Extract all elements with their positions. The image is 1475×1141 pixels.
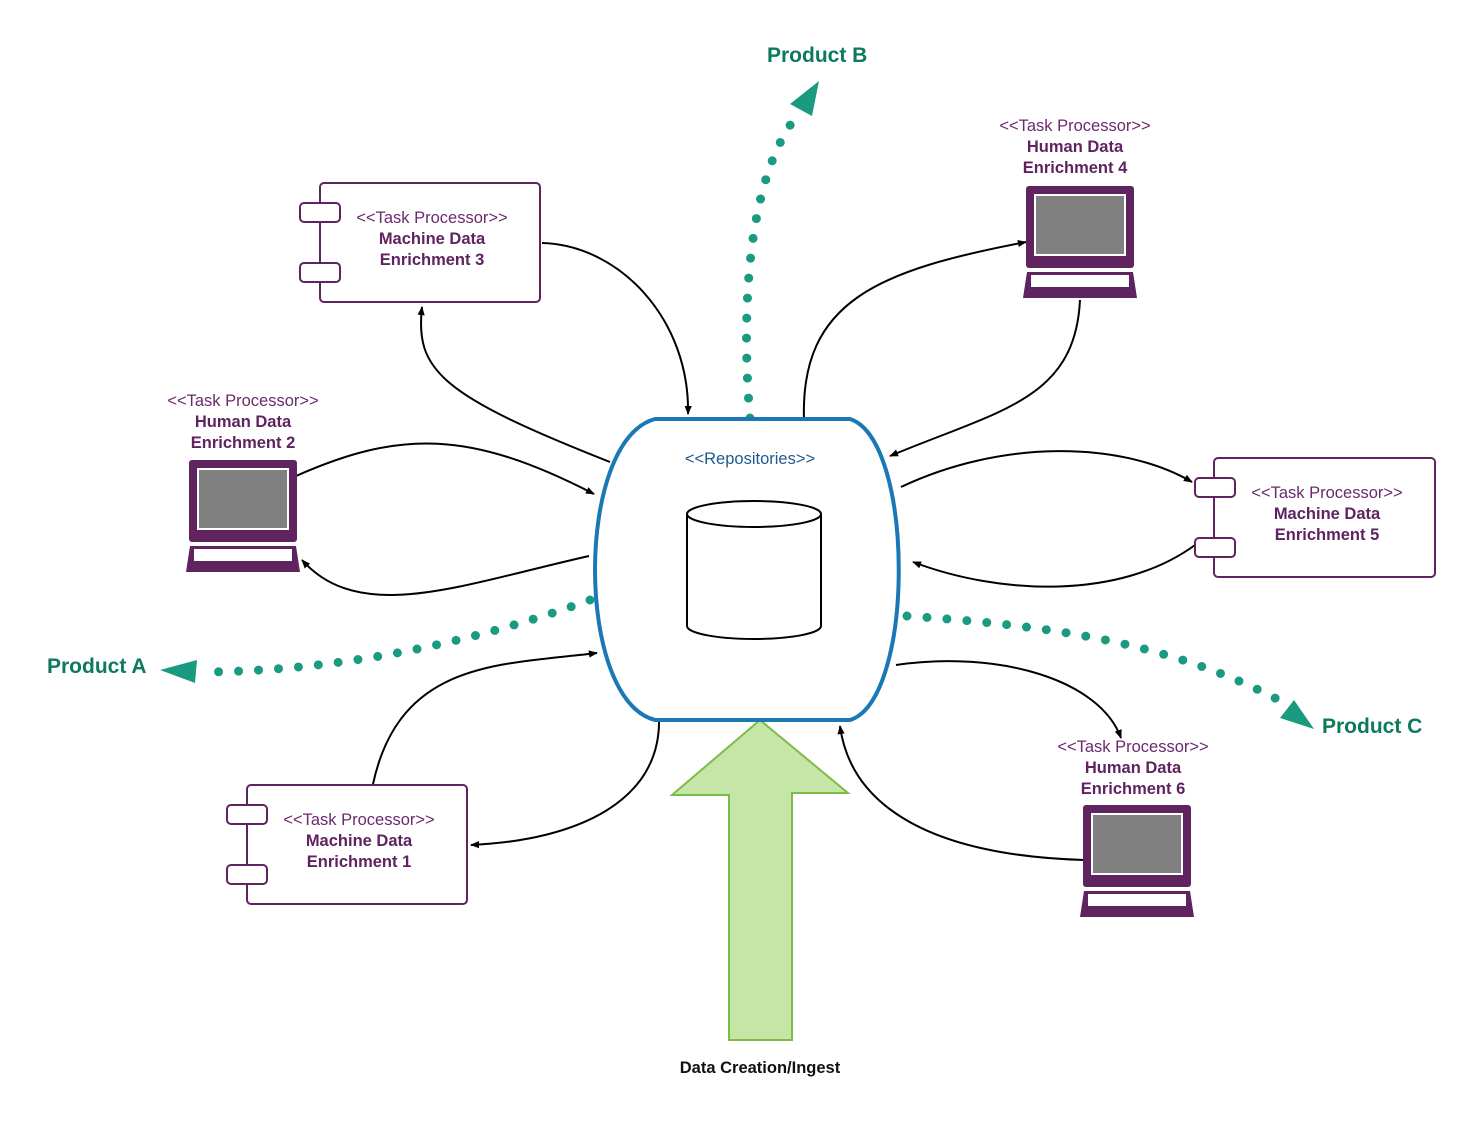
arrow-hde2-to-repo [295,442,595,495]
product-a-arrowhead [160,660,197,683]
ingest-arrow [669,718,851,1041]
arrow-me1-to-repo [372,650,598,785]
product-b-label: Product B [767,44,868,67]
stereotype-label: <<Task Processor>> [283,811,435,829]
component-icon [226,864,268,885]
laptop-icon [1080,805,1194,917]
database-cylinder-icon [686,500,822,640]
human-enrichment-6-label: <<Task Processor>> Human Data Enrichment… [1033,737,1233,800]
arrow-repo-to-hde4 [802,239,1027,421]
arrow-me3-to-repo [541,242,692,415]
component-icon [299,202,341,223]
arrow-repo-to-me5 [900,450,1193,488]
node-name-line1: Machine Data [1273,505,1381,523]
product-a-flow [203,595,595,677]
stereotype-label: <<Task Processor>> [167,392,319,410]
node-name-line2: Enrichment 5 [1274,526,1380,544]
arrow-repo-to-hde6 [895,660,1122,739]
machine-enrichment-1-box [226,784,468,905]
stereotype-label: <<Task Processor>> [999,117,1151,135]
node-name-line2: Enrichment 2 [190,434,296,452]
laptop-icon [186,460,300,572]
product-a-label: Product A [47,655,147,678]
node-name-line1: Human Data [1026,138,1124,156]
node-name-line2: Enrichment 1 [306,853,412,871]
machine-enrichment-5-label: <<Task Processor>> Machine Data Enrichme… [1227,483,1427,546]
node-name-line1: Machine Data [305,832,413,850]
product-flows [203,107,1293,710]
stereotype-label: <<Task Processor>> [1251,484,1403,502]
connection-arrows [295,239,1196,861]
repository-label: <<Repositories>> [684,450,816,468]
stereotype-label: <<Task Processor>> [356,209,508,227]
product-c-flow [902,611,1293,710]
product-c-label: Product C [1322,715,1423,738]
component-icon [1194,537,1236,558]
node-name-line2: Enrichment 4 [1022,159,1128,177]
arrow-hde4-to-repo [889,299,1081,457]
component-icon [226,804,268,825]
node-name-line2: Enrichment 6 [1080,780,1186,798]
arrow-me5-to-repo [912,544,1196,588]
node-name-line1: Human Data [194,413,292,431]
arrow-repo-to-hde2 [301,555,590,596]
human-enrichment-2-label: <<Task Processor>> Human Data Enrichment… [143,391,343,454]
component-icon [1194,477,1236,498]
node-name-line1: Human Data [1084,759,1182,777]
laptop-icon [1023,186,1137,298]
node-name-line2: Enrichment 3 [379,251,485,269]
arrow-hde6-to-repo [837,725,1085,861]
machine-enrichment-1-label: <<Task Processor>> Machine Data Enrichme… [259,810,459,873]
product-b-arrowhead [790,81,819,116]
machine-enrichment-3-box [299,182,541,303]
node-name-line1: Machine Data [378,230,486,248]
ingest-label: Data Creation/Ingest [679,1059,841,1077]
product-c-arrowhead [1280,700,1314,729]
stereotype-label: <<Task Processor>> [1057,738,1209,756]
human-enrichment-4-label: <<Task Processor>> Human Data Enrichment… [975,116,1175,179]
arrow-repo-to-me1 [470,719,661,849]
product-b-flow [742,107,805,423]
machine-enrichment-3-label: <<Task Processor>> Machine Data Enrichme… [332,208,532,271]
component-icon [299,262,341,283]
arrow-repo-to-me3 [417,306,611,463]
machine-enrichment-5-box [1194,457,1436,578]
